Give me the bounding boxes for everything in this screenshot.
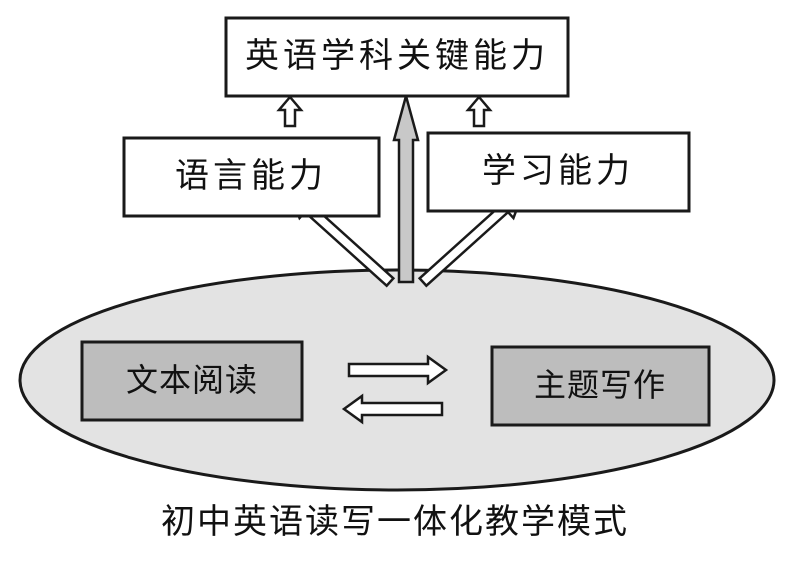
learning-ability-label: 学习能力 xyxy=(482,151,634,191)
language-ability-label: 语言能力 xyxy=(175,156,327,196)
key-competence-box: 英语学科关键能力 xyxy=(224,16,570,98)
small-up-arrow-left xyxy=(276,95,304,128)
small-up-arrow-right xyxy=(465,95,493,128)
integration-ellipse xyxy=(18,268,776,492)
reading-box-label: 文本阅读 xyxy=(126,361,258,399)
language-ability-box: 语言能力 xyxy=(122,136,381,218)
right-exchange-arrow xyxy=(347,354,449,386)
learning-ability-box: 学习能力 xyxy=(426,131,691,213)
reading-box: 文本阅读 xyxy=(80,340,304,422)
writing-box-label: 主题写作 xyxy=(534,366,666,404)
left-exchange-arrow xyxy=(341,393,444,425)
writing-box: 主题写作 xyxy=(490,345,711,427)
central-up-arrow xyxy=(392,91,420,284)
key-competence-label: 英语学科关键能力 xyxy=(245,36,549,76)
diagram-caption: 初中英语读写一体化教学模式 xyxy=(161,502,629,542)
